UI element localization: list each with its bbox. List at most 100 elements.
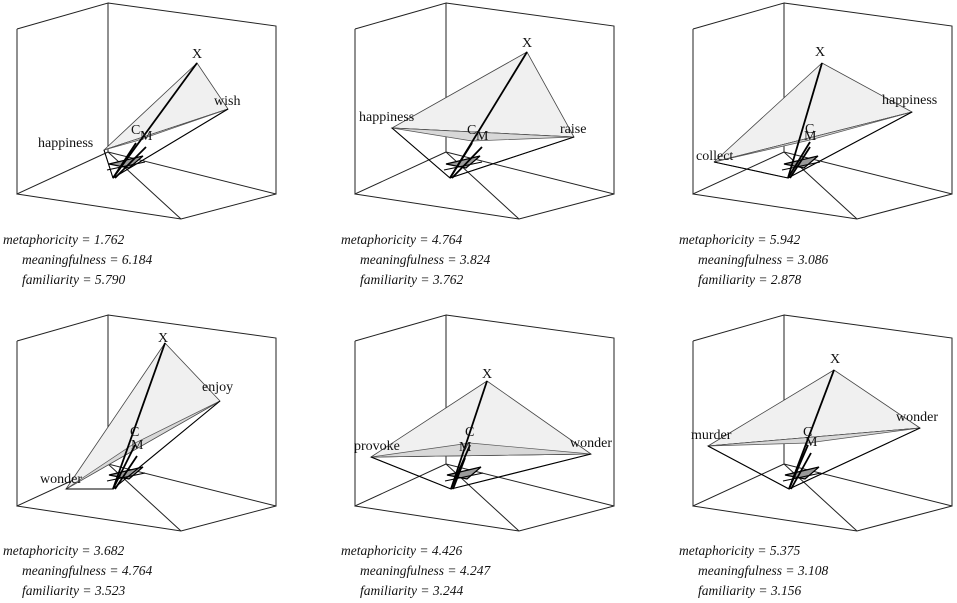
vector-c bbox=[449, 142, 473, 179]
left-word-label: collect bbox=[696, 149, 733, 164]
vector-x bbox=[112, 342, 166, 490]
c-label: C bbox=[803, 425, 812, 440]
vector-left bbox=[707, 445, 790, 490]
c-label: C bbox=[805, 122, 814, 137]
stat-meaningfulness: meaningfulness = 3.086 bbox=[698, 252, 828, 267]
panel-statistics: metaphoricity = 1.762 meaningfulness = 6.… bbox=[3, 232, 152, 287]
c-label: C bbox=[131, 123, 140, 138]
right-word-label: raise bbox=[560, 122, 586, 137]
box-right-face bbox=[783, 2, 953, 195]
box-right-face bbox=[107, 314, 277, 507]
x-label: X bbox=[482, 367, 492, 382]
m-label: M bbox=[804, 129, 817, 144]
box-right-face bbox=[107, 2, 277, 195]
inner-plane bbox=[391, 127, 575, 142]
vector-m bbox=[114, 455, 138, 490]
stat-metaphoricity: metaphoricity = 5.375 bbox=[679, 543, 800, 558]
left-word-label: happiness bbox=[359, 110, 414, 125]
stat-metaphoricity: metaphoricity = 4.764 bbox=[341, 232, 462, 247]
vector-c bbox=[788, 444, 809, 490]
vector-right bbox=[788, 427, 921, 490]
vector-m bbox=[451, 146, 483, 179]
box-floor-front bbox=[692, 193, 953, 220]
stat-familiarity: familiarity = 5.790 bbox=[22, 272, 125, 287]
stat-metaphoricity: metaphoricity = 5.942 bbox=[679, 232, 800, 247]
m-label: M bbox=[140, 129, 153, 144]
right-word-label: wonder bbox=[570, 436, 612, 451]
vector-x bbox=[450, 380, 488, 490]
right-word-label: wish bbox=[214, 94, 240, 109]
stat-meaningfulness: meaningfulness = 3.824 bbox=[360, 252, 490, 267]
stat-familiarity: familiarity = 3.156 bbox=[698, 583, 801, 598]
vector-right bbox=[449, 136, 575, 179]
x-label: X bbox=[522, 36, 532, 51]
c-label: C bbox=[465, 425, 474, 440]
stat-metaphoricity: metaphoricity = 4.426 bbox=[341, 543, 462, 558]
right-word-label: happiness bbox=[882, 93, 937, 108]
inner-plane bbox=[65, 400, 221, 490]
base-stroke bbox=[781, 161, 821, 171]
vector-right bbox=[112, 400, 221, 490]
vector-c bbox=[787, 141, 811, 179]
vector-x bbox=[112, 62, 198, 179]
left-word-label: wonder bbox=[40, 472, 82, 487]
vector-left bbox=[391, 127, 451, 179]
vector-m bbox=[114, 146, 147, 179]
vector-left bbox=[103, 149, 114, 179]
c-label: C bbox=[467, 123, 476, 138]
panel-statistics: metaphoricity = 5.942 meaningfulness = 3.… bbox=[679, 232, 828, 287]
left-word-label: murder bbox=[691, 428, 732, 443]
vector-m bbox=[789, 146, 811, 179]
x-label: X bbox=[830, 352, 840, 367]
box-floor-front bbox=[354, 505, 615, 532]
box-floor-front bbox=[16, 505, 277, 532]
box-floor-front bbox=[692, 505, 953, 532]
vector-c bbox=[450, 444, 471, 490]
x-label: X bbox=[192, 47, 202, 62]
wireframe-box bbox=[692, 314, 953, 532]
stat-meaningfulness: meaningfulness = 4.764 bbox=[22, 563, 152, 578]
stat-metaphoricity: metaphoricity = 1.762 bbox=[3, 232, 124, 247]
left-word-label: happiness bbox=[38, 136, 93, 151]
vector-m bbox=[452, 457, 466, 490]
box-right-face bbox=[445, 2, 615, 195]
vector-right bbox=[450, 453, 592, 490]
box-left-face bbox=[692, 2, 785, 195]
box-left-face bbox=[16, 2, 109, 195]
vector-c bbox=[112, 142, 137, 179]
panel-statistics: metaphoricity = 4.764 meaningfulness = 3.… bbox=[341, 232, 490, 287]
vector-m bbox=[790, 452, 812, 490]
vector-left bbox=[370, 456, 452, 490]
x-label: X bbox=[815, 45, 825, 60]
right-word-label: wonder bbox=[896, 410, 938, 425]
stat-familiarity: familiarity = 3.762 bbox=[360, 272, 463, 287]
x-label: X bbox=[158, 331, 168, 346]
stat-familiarity: familiarity = 3.523 bbox=[22, 583, 125, 598]
stat-familiarity: familiarity = 2.878 bbox=[698, 272, 801, 287]
right-word-label: enjoy bbox=[202, 380, 233, 395]
stat-meaningfulness: meaningfulness = 6.184 bbox=[22, 252, 152, 267]
c-label: C bbox=[130, 425, 139, 440]
stat-metaphoricity: metaphoricity = 3.682 bbox=[3, 543, 124, 558]
inner-plane bbox=[370, 442, 592, 458]
box-right-face bbox=[445, 314, 615, 507]
base-stroke bbox=[106, 472, 146, 482]
m-label: M bbox=[459, 440, 472, 455]
box-floor-front bbox=[354, 193, 615, 220]
vector-x bbox=[787, 62, 823, 179]
vector-left bbox=[713, 161, 789, 179]
m-label: M bbox=[476, 129, 489, 144]
upper-plane bbox=[713, 62, 914, 163]
base-stroke bbox=[782, 472, 822, 482]
left-word-label: provoke bbox=[354, 439, 400, 454]
